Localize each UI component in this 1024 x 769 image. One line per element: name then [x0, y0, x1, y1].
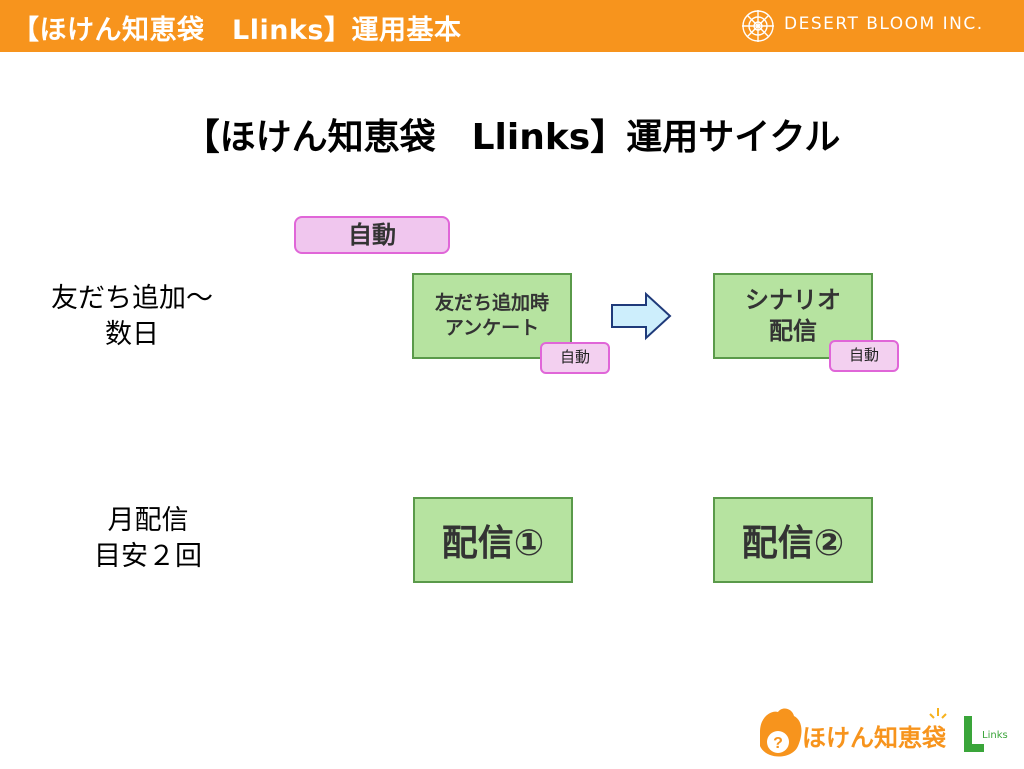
row-label-line: 月配信	[107, 505, 189, 536]
row-label-line: 目安２回	[94, 541, 202, 572]
company-name: DESERT BLOOM INC.	[784, 14, 984, 34]
arrow-right-icon	[611, 291, 672, 341]
auto-pill-small: 自動	[829, 340, 899, 372]
row-label-line: 友だち追加～	[51, 283, 213, 314]
row-label-line: 数日	[105, 319, 159, 350]
auto-pill: 自動	[294, 216, 450, 254]
auto-pill-small: 自動	[540, 342, 610, 374]
header-bar: 【ほけん知恵袋 Llinks】運用基本 DESERT BLOOM INC.	[0, 0, 1024, 52]
box-delivery-2: 配信②	[713, 497, 873, 583]
box-line: 配信①	[441, 523, 545, 564]
logo-links-text: Links	[982, 730, 1008, 741]
logo-text: ほけん知恵袋	[802, 724, 946, 752]
box-line: 友だち追加時	[434, 292, 549, 314]
header-title: 【ほけん知恵袋 Llinks】運用基本	[12, 15, 462, 46]
box-friend-add-survey: 友だち追加時 アンケート	[412, 273, 572, 359]
box-line: 配信	[769, 317, 817, 345]
row-label-friend-add: 友だち追加～ 数日	[32, 281, 232, 353]
box-line: 配信②	[741, 523, 845, 564]
box-delivery-1: 配信①	[413, 497, 573, 583]
hoken-chiebukuro-logo: ?	[760, 708, 984, 757]
box-scenario-delivery: シナリオ 配信	[713, 273, 873, 359]
company-flower-icon	[742, 10, 774, 42]
box-line: シナリオ	[745, 286, 841, 314]
box-line: アンケート	[444, 317, 540, 339]
row-label-monthly: 月配信 目安２回	[48, 503, 248, 575]
slide-title: 【ほけん知恵袋 Llinks】運用サイクル	[183, 117, 841, 158]
svg-text:?: ?	[773, 735, 783, 752]
